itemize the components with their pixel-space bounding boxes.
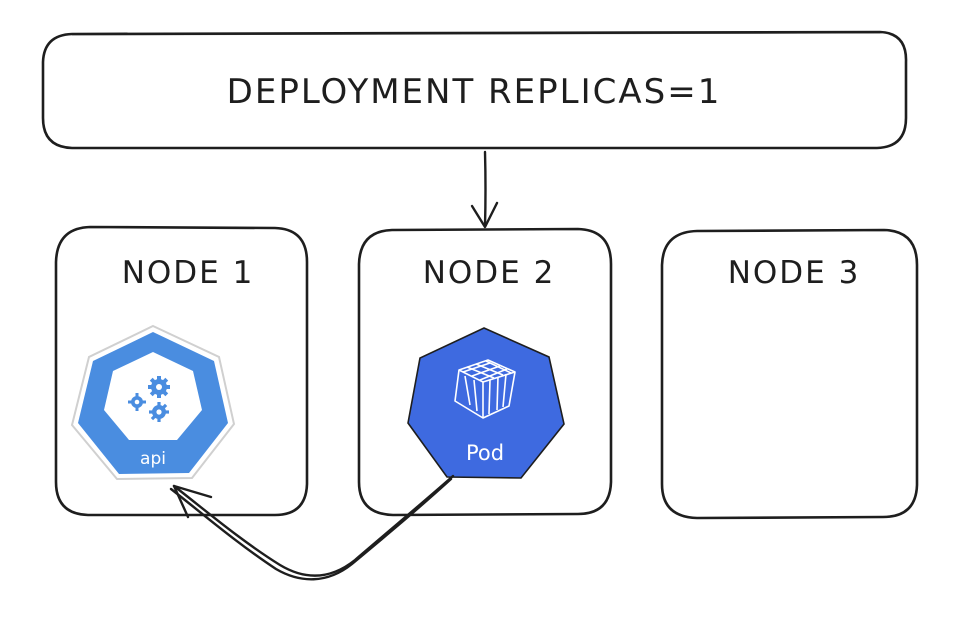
node-1-label: NODE 1	[122, 255, 255, 291]
gears-icon	[128, 376, 170, 422]
deployment-label: DEPLOYMENT REPLICAS=1	[227, 72, 722, 112]
api-server-icon: api	[70, 324, 236, 481]
pod-to-api-arrow	[169, 474, 455, 581]
cube-icon	[454, 359, 516, 419]
node-3-box: NODE 3	[660, 228, 919, 520]
node-3-label: NODE 3	[728, 255, 861, 291]
pod-icon: Pod	[407, 327, 565, 479]
pod-label: Pod	[466, 441, 504, 465]
deployment-to-node2-arrow	[470, 150, 499, 229]
node-2-label: NODE 2	[423, 255, 556, 291]
api-label: api	[140, 449, 166, 469]
deployment-box: DEPLOYMENT REPLICAS=1	[41, 30, 908, 150]
